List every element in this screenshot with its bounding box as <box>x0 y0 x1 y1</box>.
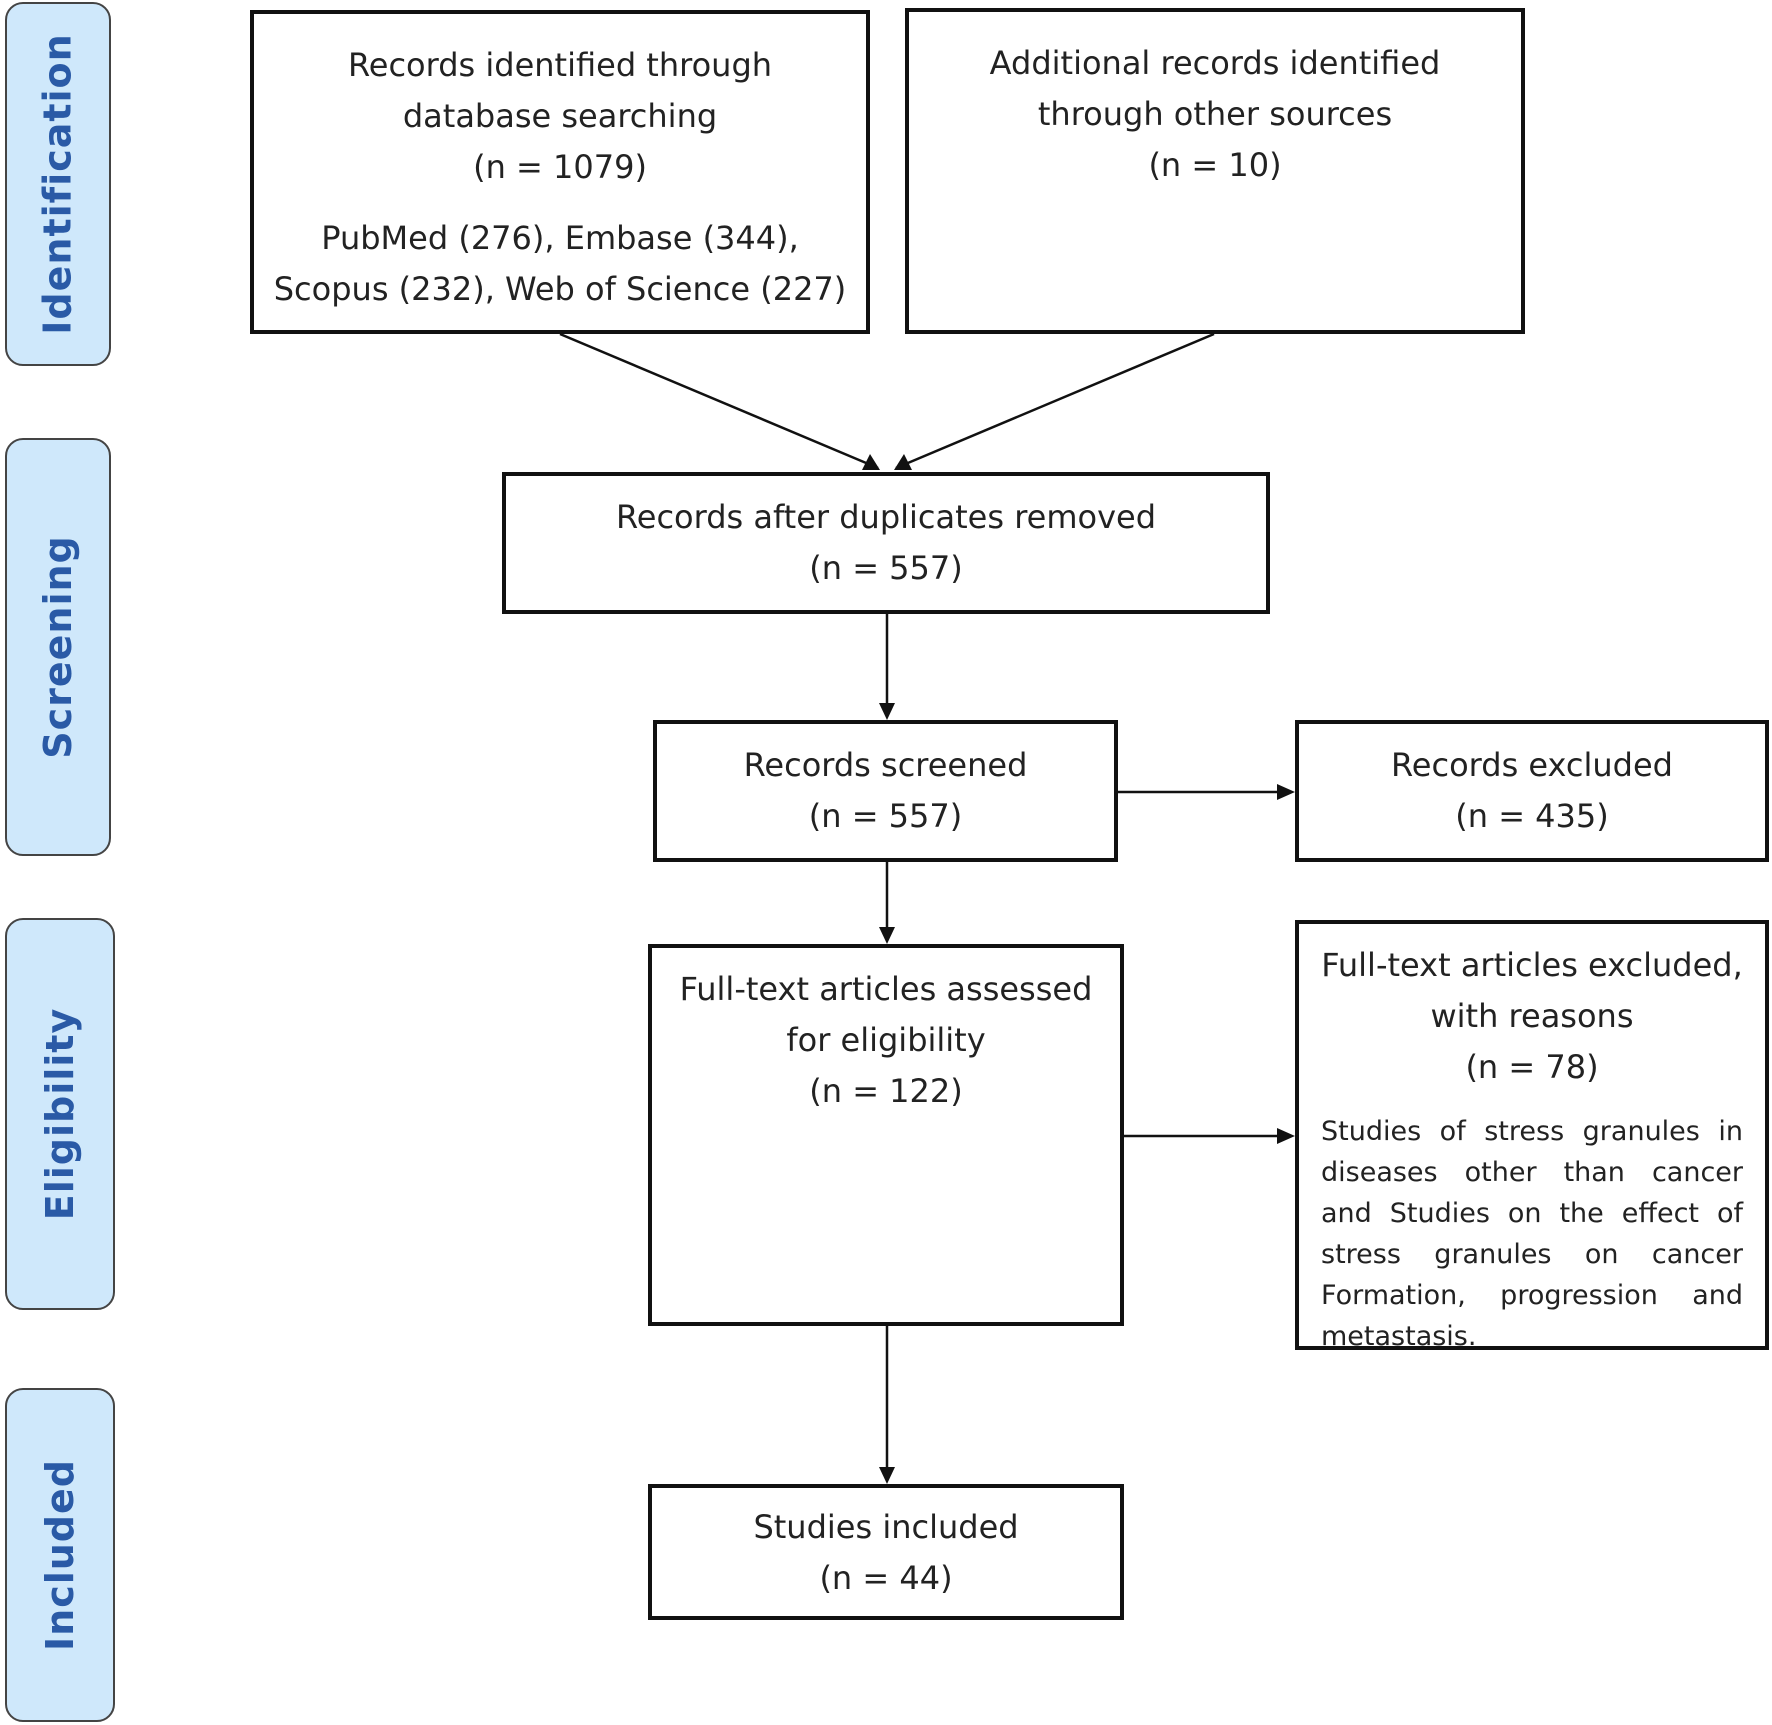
duplicates-count: (n = 557) <box>809 549 963 587</box>
arrowhead-screened <box>879 703 895 720</box>
database-sources-line1: PubMed (276), Embase (344), <box>321 219 799 257</box>
arrowhead-included <box>879 1467 895 1484</box>
phase-screening: Screening <box>5 438 111 856</box>
other-line2: through other sources <box>1037 95 1393 133</box>
fulltext-excluded-reasons: Studies of stress granules in diseases o… <box>1321 1116 1743 1352</box>
arrowhead-excluded <box>1277 784 1295 800</box>
database-line1: Records identified through <box>347 46 773 84</box>
included-count: (n = 44) <box>819 1559 953 1597</box>
other-line1: Additional records identified <box>989 44 1441 82</box>
fulltext-count: (n = 122) <box>809 1072 963 1110</box>
included-line1: Studies included <box>753 1508 1019 1546</box>
excluded-count: (n = 435) <box>1455 797 1609 835</box>
database-sources-line2: Scopus (232), Web of Science (227) <box>273 270 847 308</box>
screened-line1: Records screened <box>743 746 1028 784</box>
screened-count: (n = 557) <box>808 797 963 835</box>
arrowhead-other <box>894 454 912 470</box>
arrowhead-fulltext <box>879 927 895 944</box>
arrow-database-to-duplicates <box>559 332 879 470</box>
box-records-excluded: Records excluded (n = 435) <box>1295 720 1769 862</box>
fulltext-excluded-line2: with reasons <box>1430 997 1634 1035</box>
box-records-screened: Records screened (n = 557) <box>653 720 1118 862</box>
phase-eligibility: Eligibility <box>5 918 115 1310</box>
arrowhead-database <box>862 454 880 470</box>
excluded-line1: Records excluded <box>1391 746 1673 784</box>
arrow-other-to-duplicates <box>895 332 1215 470</box>
fulltext-line1: Full-text articles assessed <box>679 970 1093 1008</box>
duplicates-line1: Records after duplicates removed <box>615 498 1157 536</box>
box-other-sources: Additional records identified through ot… <box>905 8 1525 334</box>
phase-included: Included <box>5 1388 115 1722</box>
box-studies-included: Studies included (n = 44) <box>648 1484 1124 1620</box>
phase-identification: Identification <box>5 2 111 366</box>
box-database-search: Records identified through database sear… <box>250 10 870 334</box>
arrowhead-fulltext-excluded <box>1277 1128 1295 1144</box>
other-count: (n = 10) <box>1148 146 1282 184</box>
database-count: (n = 1079) <box>473 148 647 186</box>
box-fulltext-excluded: Full-text articles excluded, with reason… <box>1295 920 1769 1352</box>
fulltext-excluded-line1: Full-text articles excluded, <box>1321 946 1743 984</box>
database-line2: database searching <box>402 97 718 135</box>
fulltext-excluded-count: (n = 78) <box>1465 1048 1599 1086</box>
fulltext-line2: for eligibility <box>786 1021 986 1059</box>
box-duplicates-removed: Records after duplicates removed (n = 55… <box>502 472 1270 614</box>
box-fulltext-assessed: Full-text articles assessed for eligibil… <box>648 944 1124 1326</box>
